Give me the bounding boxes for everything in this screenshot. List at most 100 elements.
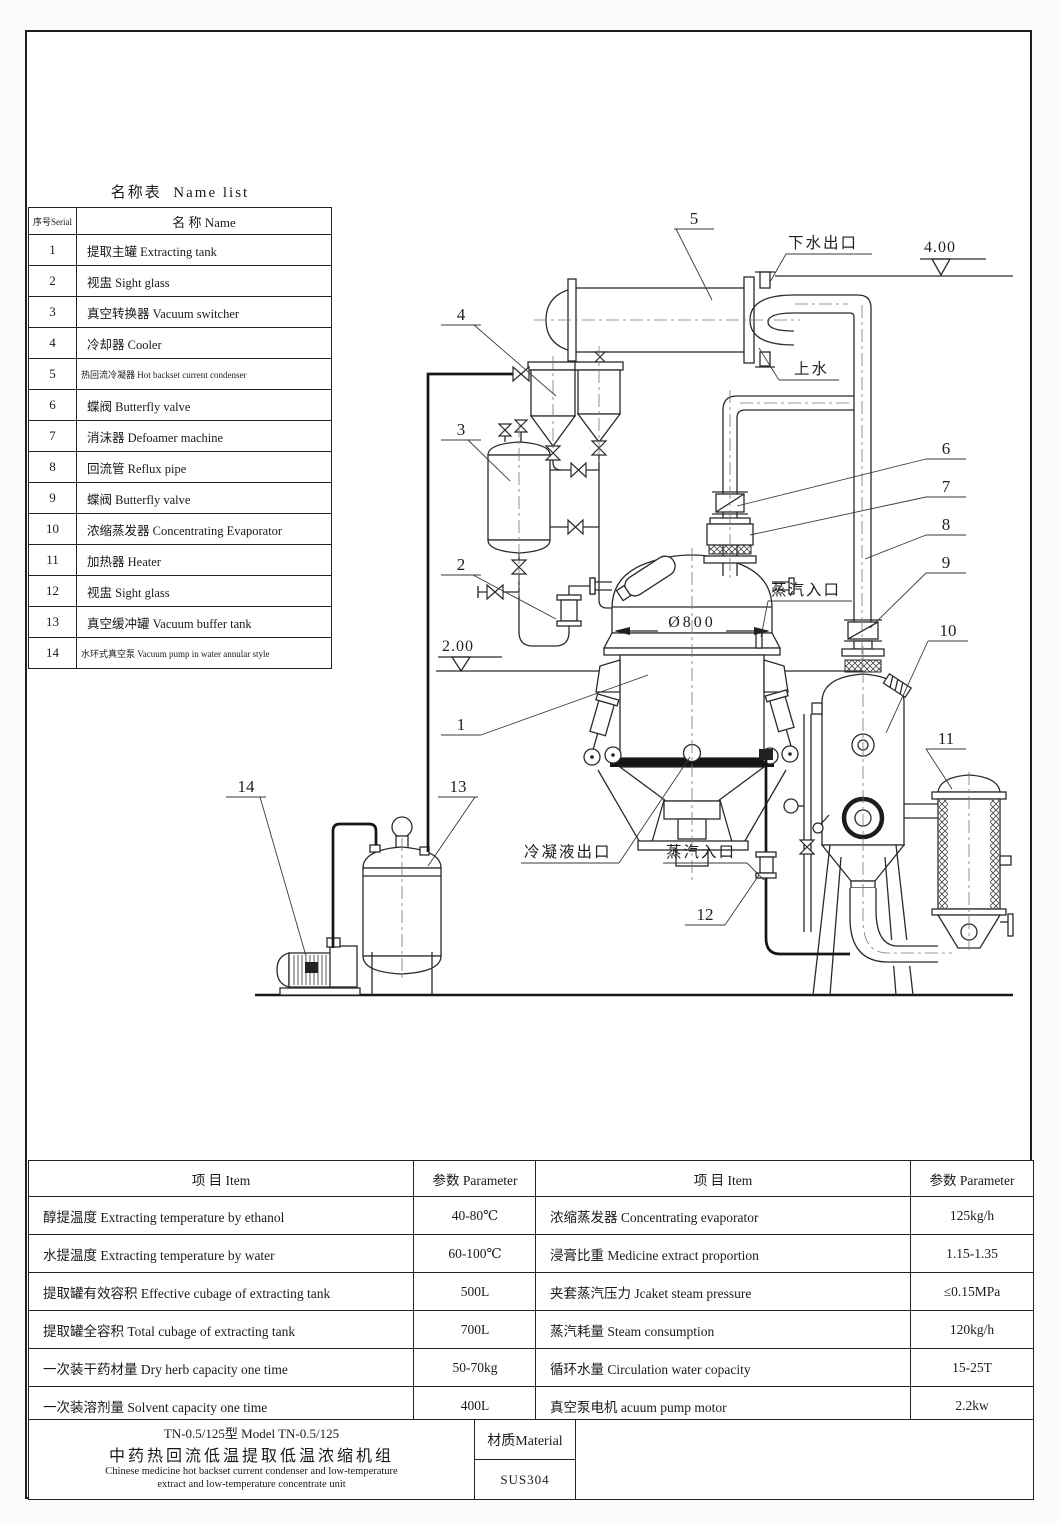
cell-name: 真空缓冲罐 Vacuum buffer tank xyxy=(87,616,252,631)
cell-serial: 10 xyxy=(29,514,77,544)
cell-serial: 11 xyxy=(29,545,77,575)
heater xyxy=(931,774,1014,949)
param-row: 一次装溶剂量 Solvent capacity one time 400L xyxy=(29,1386,536,1424)
title-block-left: TN-0.5/125型 Model TN-0.5/125 中药热回流低温提取低温… xyxy=(29,1420,475,1499)
elevation-2m: 2.00 xyxy=(442,638,474,655)
cell-name: 视盅 Sight glass xyxy=(87,585,170,600)
name-list-title: 名称表 Name list xyxy=(110,185,250,201)
cell-serial: 7 xyxy=(29,421,77,451)
cell-serial: 6 xyxy=(29,390,77,420)
cell-item: 醇提温度 Extracting temperature by ethanol xyxy=(43,1209,285,1225)
material-box: 材质Material SUS304 xyxy=(475,1420,576,1499)
part-label-1: 1 xyxy=(457,715,466,734)
cell-name: 提取主罐 Extracting tank xyxy=(87,244,217,259)
part-label-12: 12 xyxy=(697,905,714,924)
table-row: 13 真空缓冲罐 Vacuum buffer tank xyxy=(29,606,331,637)
cell-item: 循环水量 Circulation water copacity xyxy=(550,1361,751,1377)
cell-item: 浓缩蒸发器 Concentrating evaporator xyxy=(550,1209,759,1225)
cell-serial: 2 xyxy=(29,266,77,296)
cell-name: 真空转换器 Vacuum switcher xyxy=(87,306,240,321)
material-label: 材质Material xyxy=(475,1420,575,1460)
water-ring-vacuum-pump xyxy=(276,937,361,996)
part-label-7: 7 xyxy=(942,477,951,496)
part-label-10: 10 xyxy=(940,621,957,640)
header-param: 参数 Parameter xyxy=(910,1161,1033,1196)
cell-item: 一次装溶剂量 Solvent capacity one time xyxy=(43,1399,268,1415)
header-name: 名 称 Name xyxy=(172,214,236,230)
cell-param: 400L xyxy=(413,1387,536,1424)
cell-name: 浓缩蒸发器 Concentrating Evaporator xyxy=(87,523,283,538)
table-row: 2 视盅 Sight glass xyxy=(29,265,331,296)
cell-serial: 5 xyxy=(29,359,77,389)
dimension-marks: Ø800 4.00 2.00 xyxy=(438,239,986,673)
header-item: 项 目 Item xyxy=(693,1172,753,1188)
param-row: 浓缩蒸发器 Concentrating evaporator 125kg/h xyxy=(536,1196,1033,1234)
table-row: 10 浓缩蒸发器 Concentrating Evaporator xyxy=(29,513,331,544)
table-row: 3 真空转换器 Vacuum switcher xyxy=(29,296,331,327)
steam-inlet-bottom-label: 蒸汽入口 xyxy=(666,843,736,861)
cell-param: 15-25T xyxy=(910,1349,1033,1386)
parameter-table-left: 项 目 Item 参数 Parameter 醇提温度 Extracting te… xyxy=(28,1160,537,1425)
process-diagram: Ø800 4.00 2.00 5 4 3 2 1 6 7 8 9 10 11 1… xyxy=(226,209,1014,997)
cell-item: 浸膏比重 Medicine extract proportion xyxy=(550,1247,759,1263)
sight-glass-2 xyxy=(556,577,612,627)
title-block: TN-0.5/125型 Model TN-0.5/125 中药热回流低温提取低温… xyxy=(28,1419,1034,1500)
cell-name: 冷却器 Cooler xyxy=(87,337,162,352)
water-supply-label: 上水 xyxy=(794,360,829,378)
header-item: 项 目 Item xyxy=(191,1172,251,1188)
diameter-dim: Ø800 xyxy=(668,614,716,631)
cell-param: 500L xyxy=(413,1273,536,1310)
part-labels: 5 4 3 2 1 6 7 8 9 10 11 12 13 14 xyxy=(226,209,968,957)
part-label-3: 3 xyxy=(457,420,466,439)
cell-name: 加热器 Heater xyxy=(87,554,161,569)
cell-name: 蝶阀 Butterfly valve xyxy=(87,492,191,507)
cell-serial: 14 xyxy=(29,638,77,668)
cell-serial: 3 xyxy=(29,297,77,327)
manhole xyxy=(615,555,676,602)
part-label-11: 11 xyxy=(938,729,954,748)
cell-param: 120kg/h xyxy=(910,1311,1033,1348)
unit-title-cn: 中药热回流低温提取低温浓缩机组 xyxy=(108,1448,394,1465)
cell-param: 1.15-1.35 xyxy=(910,1235,1033,1272)
param-header: 项 目 Item 参数 Parameter xyxy=(536,1161,1033,1196)
param-row: 醇提温度 Extracting temperature by ethanol 40… xyxy=(29,1196,536,1234)
cell-param: ≤0.15MPa xyxy=(910,1273,1033,1310)
cell-item: 真空泵电机 acuum pump motor xyxy=(550,1399,727,1415)
cell-serial: 13 xyxy=(29,607,77,637)
part-label-2: 2 xyxy=(457,555,466,574)
annotations: 下水出口 上水 蒸汽入口 蒸汽入口 冷凝液出口 xyxy=(521,234,872,881)
material-value: SUS304 xyxy=(500,1471,550,1487)
extracting-tank xyxy=(583,554,799,867)
cell-name: 热回流冷凝器 Hot backset current condenser xyxy=(81,369,247,380)
cell-name: 回流管 Reflux pipe xyxy=(87,461,187,476)
part-label-5: 5 xyxy=(690,209,699,228)
part-label-9: 9 xyxy=(942,553,951,572)
param-row: 浸膏比重 Medicine extract proportion 1.15-1.3… xyxy=(536,1234,1033,1272)
cell-param: 700L xyxy=(413,1311,536,1348)
cell-name: 蝶阀 Butterfly valve xyxy=(87,399,191,414)
cell-serial: 8 xyxy=(29,452,77,482)
cell-item: 夹套蒸汽压力 Jcaket steam pressure xyxy=(550,1285,752,1301)
cell-param: 125kg/h xyxy=(910,1197,1033,1234)
table-row: 5 热回流冷凝器 Hot backset current condenser xyxy=(29,358,331,389)
parameter-table-right: 项 目 Item 参数 Parameter 浓缩蒸发器 Concentratin… xyxy=(535,1160,1034,1425)
table-row: 6 蝶阀 Butterfly valve xyxy=(29,389,331,420)
cell-name: 视盅 Sight glass xyxy=(87,275,170,290)
centerlines xyxy=(401,303,970,982)
cell-param: 40-80℃ xyxy=(413,1197,536,1234)
title-block-empty xyxy=(576,1420,1033,1499)
cooler-hoppers xyxy=(527,351,624,448)
unit-title-en-2: extract and low-temperature concentrate … xyxy=(157,1478,346,1490)
